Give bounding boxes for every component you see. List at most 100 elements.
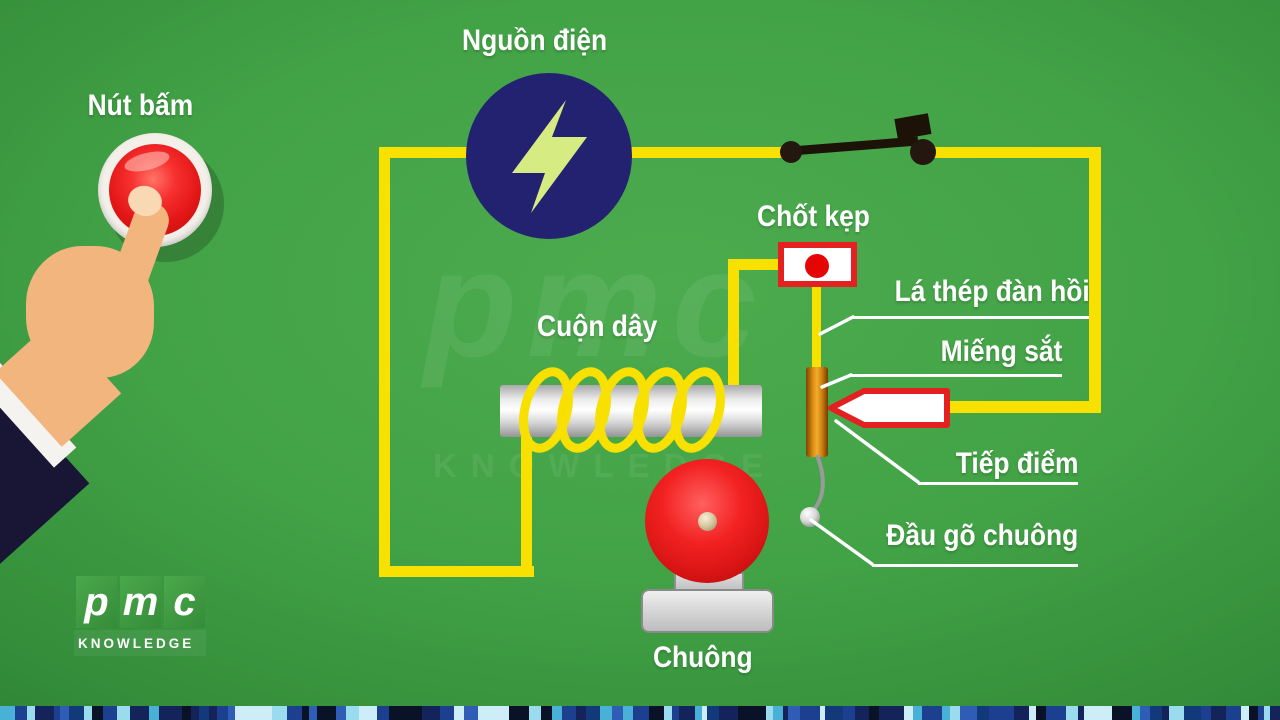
footer-bar [664, 706, 672, 720]
contact-arrow [828, 388, 950, 428]
footer-bar [228, 706, 235, 720]
footer-bar [1264, 706, 1270, 720]
footer-bar [377, 706, 389, 720]
wire-contact-horizontal [941, 401, 1101, 413]
footer-bar [1184, 706, 1201, 720]
footer-bar [440, 706, 454, 720]
wire-clamp-horizontal [728, 259, 780, 270]
footer-bar [287, 706, 302, 720]
footer-bar [999, 706, 1014, 720]
footer-bar [15, 706, 27, 720]
footer-bar [552, 706, 562, 720]
footer-bar [35, 706, 54, 720]
footer-bar [359, 706, 377, 720]
footer-bar [869, 706, 879, 720]
label-steel-strip: Lá thép đàn hồi [894, 275, 1090, 308]
striker-arm [800, 454, 825, 527]
footer-bar [1150, 706, 1162, 720]
footer-bar [788, 706, 800, 720]
footer-bar [454, 706, 464, 720]
wire-coil-left [521, 433, 532, 577]
footer-bar [191, 706, 199, 720]
footer-bar [117, 706, 130, 720]
footer-bar [0, 706, 15, 720]
footer-bar [255, 706, 272, 720]
footer-bar [934, 706, 942, 720]
footer-bar [960, 706, 977, 720]
footer-bar [897, 706, 904, 720]
footer-bar [209, 706, 217, 720]
footer-bar [766, 706, 773, 720]
footer-bar [529, 706, 541, 720]
footer-bar [576, 706, 586, 720]
label-striker: Đầu gõ chuông [885, 519, 1078, 552]
footer-bar [820, 706, 825, 720]
power-source-icon [466, 73, 632, 239]
footer-bar [633, 706, 649, 720]
footer-strip [0, 706, 1280, 720]
wire-coil-right [728, 259, 739, 390]
underline-steel-strip [853, 316, 1089, 319]
footer-bar [27, 706, 35, 720]
footer-bar [825, 706, 843, 720]
striker-ball [800, 507, 820, 527]
footer-bar [612, 706, 623, 720]
footer-bar [327, 706, 336, 720]
footer-bar [490, 706, 501, 720]
coil-core [500, 385, 762, 437]
footer-bar [1046, 706, 1066, 720]
clamp-dot [805, 254, 829, 278]
underline-iron-piece [851, 374, 1062, 377]
footer-bar [1029, 706, 1036, 720]
footer-bar [649, 706, 664, 720]
label-push-button: Nút bấm [87, 89, 194, 122]
footer-bar [1270, 706, 1280, 720]
footer-bar [69, 706, 84, 720]
footer-bar [422, 706, 440, 720]
footer-bar [1226, 706, 1241, 720]
footer-bar [1140, 706, 1150, 720]
watermark-pmc: pmc [424, 219, 767, 389]
footer-bar [1201, 706, 1211, 720]
footer-bar [54, 706, 60, 720]
footer-bar [600, 706, 612, 720]
footer-bar [1162, 706, 1169, 720]
wire-right-vertical [1089, 147, 1101, 413]
footer-bar [501, 706, 509, 720]
footer-bar [586, 706, 600, 720]
footer-bar [913, 706, 922, 720]
footer-bar [1112, 706, 1132, 720]
logo-letter: c [164, 576, 205, 628]
footer-bar [541, 706, 552, 720]
footer-bar [977, 706, 989, 720]
footer-bar [855, 706, 869, 720]
footer-bar [1132, 706, 1140, 720]
footer-bar [672, 706, 679, 720]
logo-subtitle: KNOWLEDGE [78, 636, 195, 651]
footer-bar [922, 706, 934, 720]
underline-striker [872, 564, 1078, 567]
footer-bar [509, 706, 529, 720]
footer-bar [130, 706, 149, 720]
footer-bar [719, 706, 738, 720]
footer-bar [103, 706, 117, 720]
footer-bar [1249, 706, 1258, 720]
steel-strip [812, 284, 821, 370]
label-contact: Tiếp điểm [955, 447, 1078, 480]
footer-bar [757, 706, 766, 720]
footer-bar [1014, 706, 1029, 720]
footer-bar [182, 706, 191, 720]
footer-bar [478, 706, 490, 720]
footer-bar [302, 706, 309, 720]
footer-bar [879, 706, 897, 720]
footer-bar [1211, 706, 1226, 720]
footer-bar [1066, 706, 1078, 720]
footer-bar [235, 706, 247, 720]
footer-bar [702, 706, 707, 720]
footer-bar [346, 706, 359, 720]
footer-bar [707, 706, 719, 720]
footer-bar [60, 706, 69, 720]
footer-bar [159, 706, 173, 720]
footer-bar [989, 706, 999, 720]
